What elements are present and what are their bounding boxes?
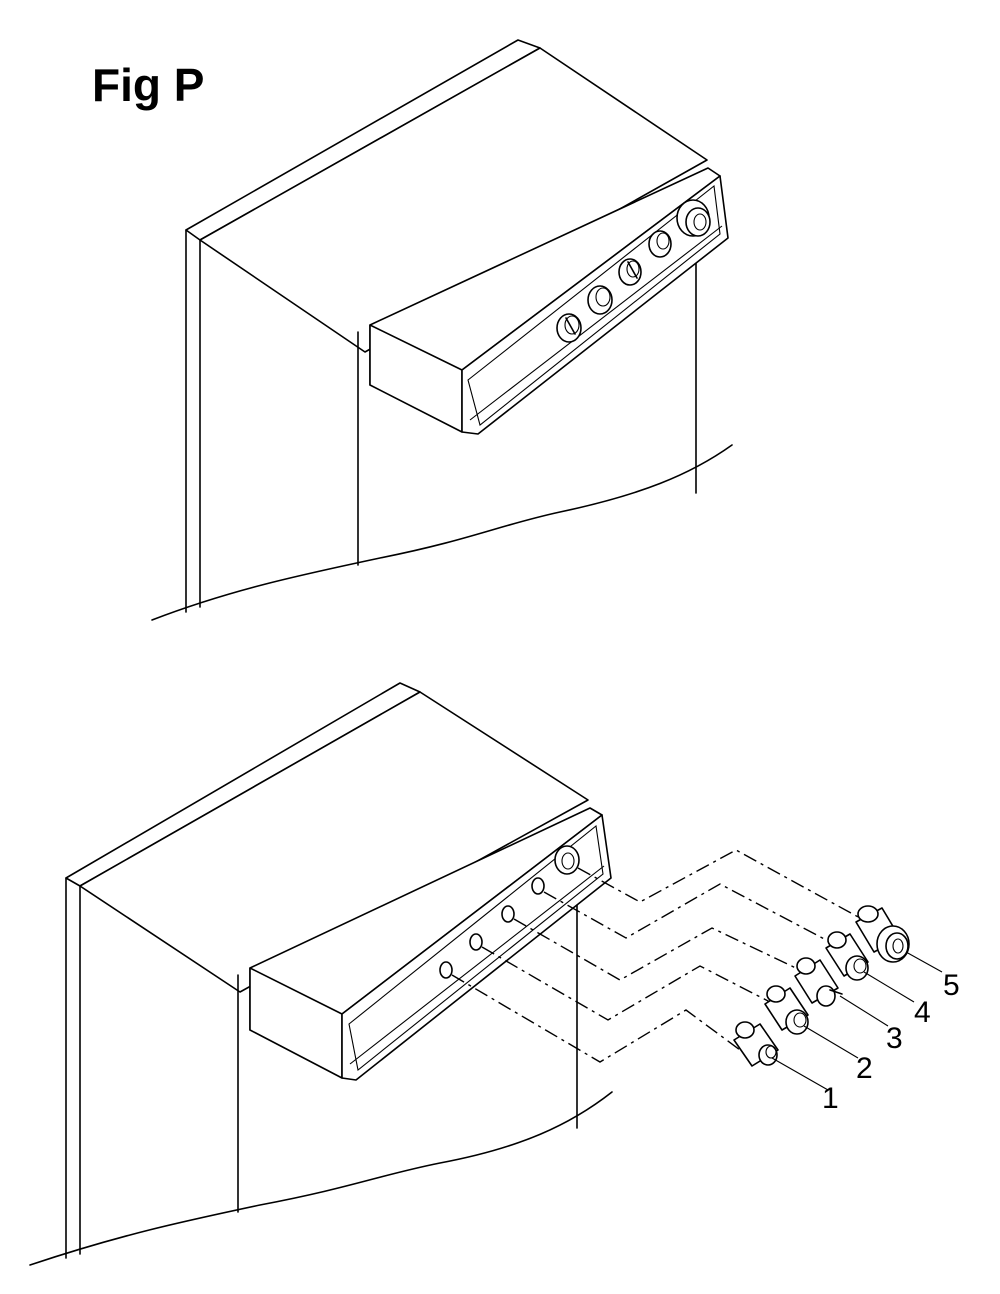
- part-3-knob-icon: [794, 957, 843, 1007]
- leader-lines: [771, 951, 943, 1091]
- control-panel-top: [369, 167, 729, 435]
- callout-1: 1: [822, 1082, 839, 1115]
- cabinet-body-bottom: [29, 682, 613, 1266]
- part-1-knob-icon: [733, 1021, 779, 1067]
- knob-5-icon: [676, 199, 711, 237]
- control-panel-bottom: [249, 807, 612, 1081]
- part-2-knob-icon: [764, 985, 809, 1035]
- callout-5: 5: [943, 969, 960, 1002]
- hole-5-icon: [554, 845, 580, 875]
- hole-4-icon: [531, 877, 545, 895]
- knob-4-icon: [648, 230, 672, 258]
- assembled-view: [151, 39, 733, 621]
- hole-3-icon: [501, 905, 515, 923]
- callout-4: 4: [914, 996, 931, 1029]
- knob-3-icon: [618, 258, 642, 286]
- callout-2: 2: [856, 1052, 873, 1085]
- part-4-knob-icon: [825, 931, 869, 981]
- callout-3: 3: [886, 1022, 903, 1055]
- part-5-knob-icon: [855, 905, 910, 963]
- knob-2-icon: [587, 285, 613, 315]
- hole-1-icon: [439, 961, 453, 979]
- explode-lines: [451, 849, 861, 1063]
- figure-title: Fig P: [92, 59, 205, 111]
- exploded-view: 1 2 3 4 5: [29, 682, 960, 1266]
- hole-2-icon: [469, 933, 483, 951]
- knob-1-icon: [556, 313, 582, 343]
